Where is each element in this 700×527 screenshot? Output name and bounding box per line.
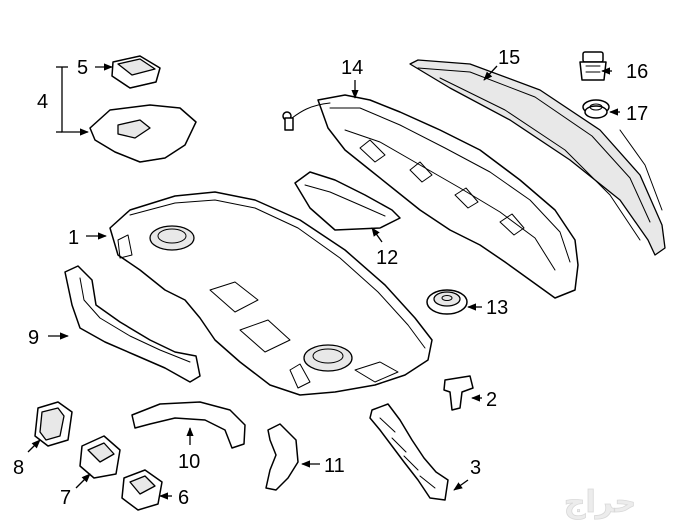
part-10-trim <box>131 401 246 449</box>
callout-2: 2 <box>486 389 497 411</box>
part-7-cap <box>79 435 121 479</box>
callout-17: 17 <box>626 103 648 125</box>
callout-16: 16 <box>626 61 648 83</box>
callout-3: 3 <box>470 457 481 479</box>
callout-5: 5 <box>77 57 88 79</box>
part-11-trim <box>265 423 299 491</box>
part-15-cover <box>409 59 666 256</box>
part-1-parcel-shelf <box>109 191 433 396</box>
callout-numbers: 5 4 1 9 8 7 6 10 11 14 15 16 17 12 13 2 … <box>13 47 648 509</box>
callout-10: 10 <box>178 451 200 473</box>
leader-lines <box>27 63 620 500</box>
callout-12: 12 <box>376 247 398 269</box>
part-9-duct <box>64 265 201 383</box>
part-4-cover <box>89 104 197 163</box>
part-13-speaker <box>426 289 468 315</box>
part-17-clip <box>582 99 610 119</box>
callout-15: 15 <box>498 47 520 69</box>
part-3-support <box>369 403 449 501</box>
callout-14: 14 <box>341 57 363 79</box>
callout-1: 1 <box>68 227 79 249</box>
part-12-trim-panel <box>294 171 401 231</box>
callout-7: 7 <box>60 487 71 509</box>
callout-9: 9 <box>28 327 39 349</box>
part-14-reinforcement <box>282 94 579 299</box>
part-2-bracket <box>443 375 474 411</box>
part-5-switch <box>111 55 161 89</box>
callout-13: 13 <box>486 297 508 319</box>
callout-11: 11 <box>324 455 345 477</box>
callout-4: 4 <box>37 91 48 113</box>
watermark-text: حراج <box>564 485 636 520</box>
part-6-cap <box>121 469 163 511</box>
callout-8: 8 <box>13 457 24 479</box>
callout-6: 6 <box>178 487 189 509</box>
part-8-cap <box>34 401 73 447</box>
part-16-clip <box>579 51 607 81</box>
